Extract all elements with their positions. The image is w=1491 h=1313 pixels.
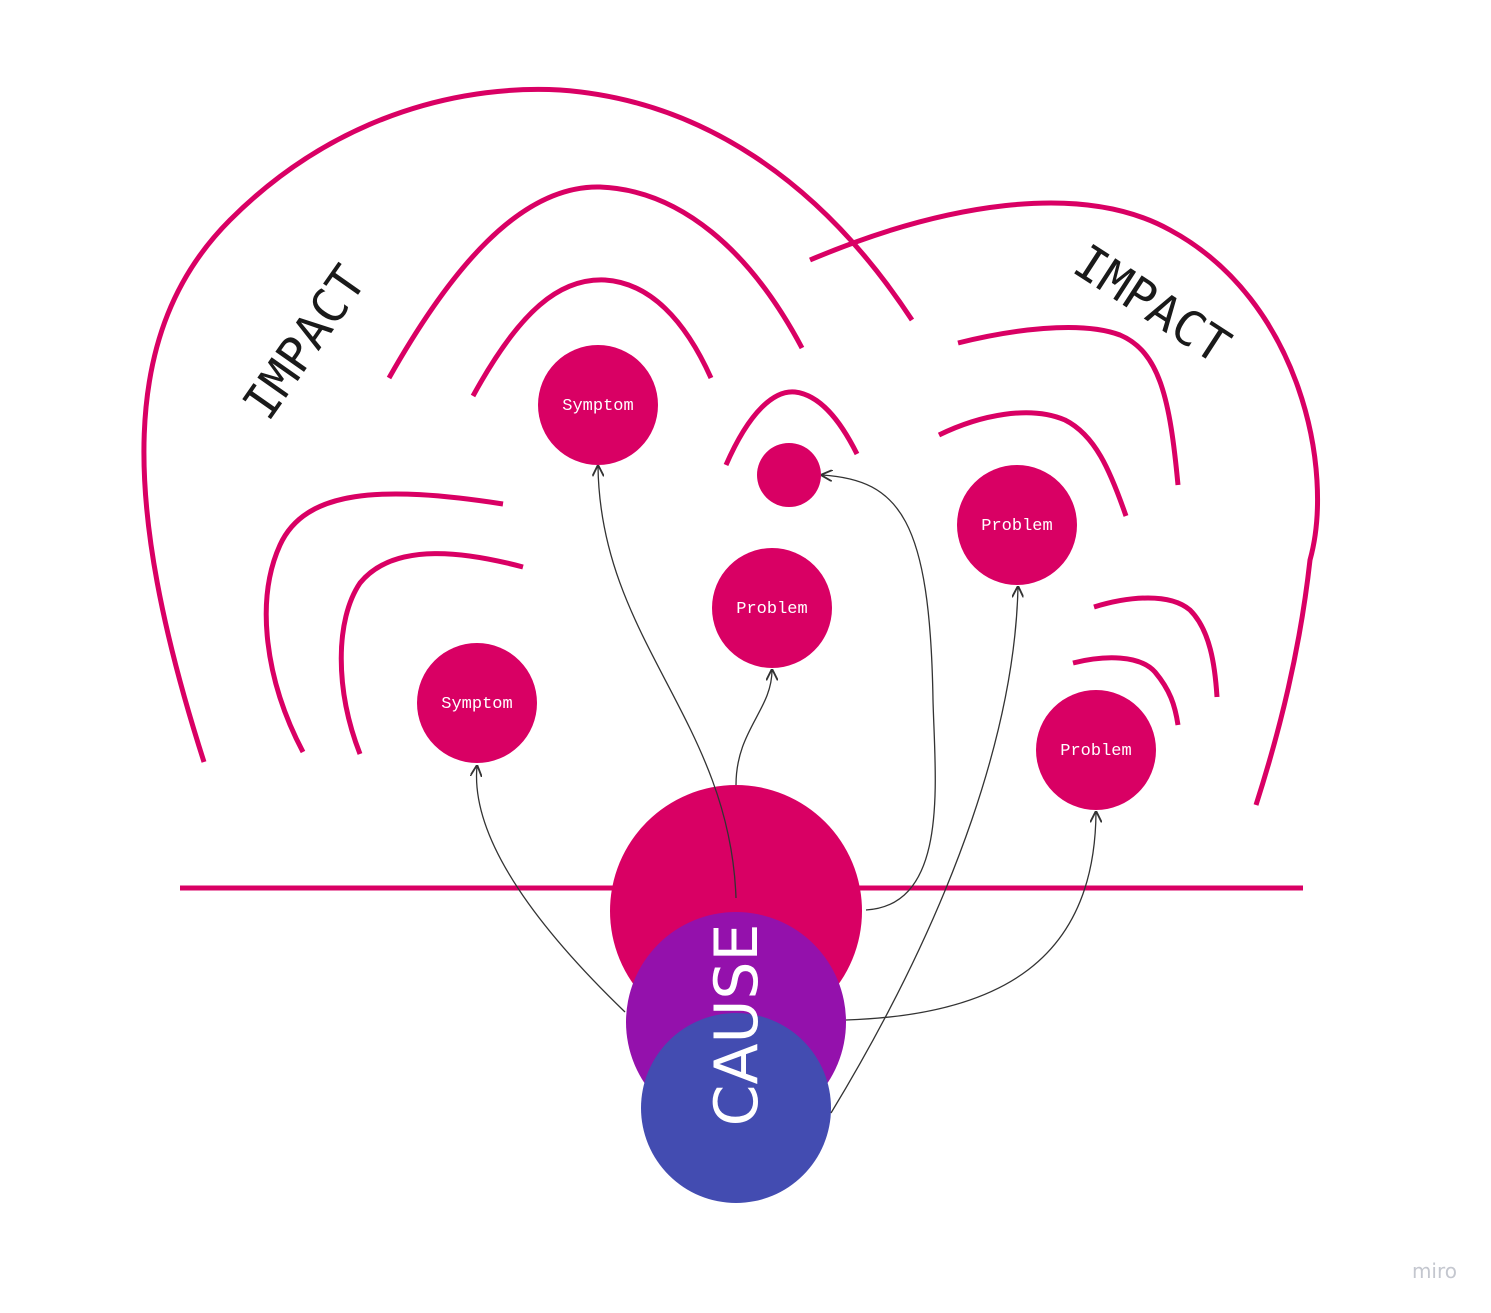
impact-arc-left-inner (338, 551, 524, 755)
arrow-to-symptom-left (477, 766, 626, 1013)
node-dot-circle (757, 443, 821, 507)
node-problem-center-circle (712, 548, 832, 668)
arrow-to-problem-right (830, 587, 1018, 1114)
node-dot (757, 443, 821, 507)
arrow-to-symptom-top (598, 466, 737, 899)
node-problem-lower-right-circle (1036, 690, 1156, 810)
cause-label: CAUSE (702, 924, 772, 1127)
impact-arc-big-left (141, 86, 915, 763)
node-problem-lower-right-label: Problem (1060, 742, 1131, 761)
node-problem-center: Problem (712, 548, 832, 668)
node-problem-right: Problem (957, 465, 1077, 585)
impact-arc-lower-right-outer (1093, 595, 1220, 698)
node-symptom-left-label: Symptom (441, 695, 512, 714)
impact-arc-right-inner (937, 410, 1129, 517)
impact-label-right: IMPACT (1064, 234, 1240, 375)
impact-arc-lower-right-inner (1072, 655, 1181, 726)
node-problem-lower-right: Problem (1036, 690, 1156, 810)
node-problem-center-label: Problem (736, 600, 807, 619)
arrow-to-problem-center (735, 670, 772, 786)
node-symptom-left: Symptom (417, 643, 537, 763)
arrow-to-problem-lower-right (845, 812, 1096, 1021)
impact-arc-dot (723, 389, 860, 467)
impact-arc-symptom-outer (386, 184, 805, 380)
node-symptom-top: Symptom (538, 345, 658, 465)
impact-arc-symptom-inner (470, 277, 714, 398)
node-symptom-left-circle (417, 643, 537, 763)
arrow-to-dot (822, 475, 936, 911)
cause-circle-blue (641, 1013, 831, 1203)
impact-arc-right-outer (957, 325, 1181, 486)
impact-arc-left-outer (263, 491, 504, 754)
node-symptom-top-label: Symptom (562, 397, 633, 416)
node-problem-right-label: Problem (981, 517, 1052, 536)
node-problem-right-circle (957, 465, 1077, 585)
node-symptom-top-circle (538, 345, 658, 465)
impact-arc-big-right (809, 200, 1321, 806)
impact-label-left: IMPACT (232, 256, 377, 430)
miro-watermark: miro (1411, 1259, 1457, 1283)
